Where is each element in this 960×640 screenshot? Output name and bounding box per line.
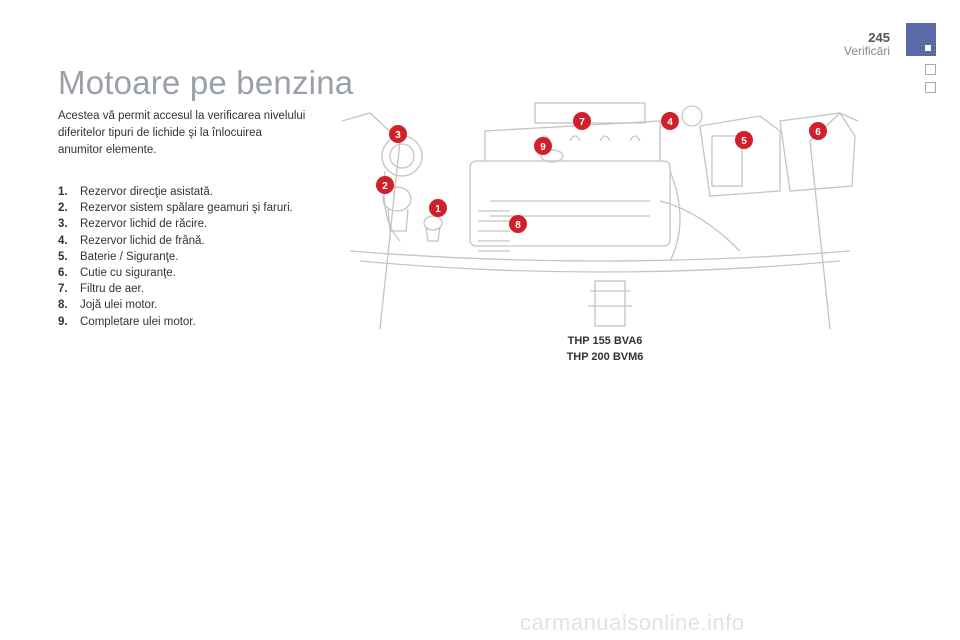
marker-5: 5 xyxy=(735,131,753,149)
svg-text:4: 4 xyxy=(667,117,673,128)
svg-text:8: 8 xyxy=(515,220,521,231)
list-item: 3.Rezervor lichid de răcire. xyxy=(58,218,208,231)
list-item: 4.Rezervor lichid de frână. xyxy=(58,234,205,247)
marker-1: 1 xyxy=(429,199,447,217)
list-item: 6.Cutie cu siguranţe. xyxy=(58,267,176,280)
section-tab-active[interactable] xyxy=(906,23,936,56)
section-tab[interactable] xyxy=(925,64,936,75)
tab-marker-icon xyxy=(925,45,931,51)
list-item: 7.Filtru de aer. xyxy=(58,283,144,296)
svg-text:2: 2 xyxy=(382,181,388,192)
marker-8: 8 xyxy=(509,215,527,233)
list-item: 9.Completare ulei motor. xyxy=(58,315,196,328)
marker-2: 2 xyxy=(376,176,394,194)
svg-text:3: 3 xyxy=(395,130,401,141)
model-label: THP 155 BVA6 xyxy=(567,335,643,347)
engine-models: THP 155 BVA6 THP 200 BVM6 xyxy=(540,333,670,365)
svg-text:6: 6 xyxy=(815,127,821,138)
marker-7: 7 xyxy=(573,112,591,130)
list-item: 5.Baterie / Siguranţe. xyxy=(58,250,179,263)
svg-text:1: 1 xyxy=(435,204,441,215)
svg-text:5: 5 xyxy=(741,136,747,147)
svg-text:9: 9 xyxy=(540,142,546,153)
list-item: 1.Rezervor direcţie asistată. xyxy=(58,186,213,198)
list-item: 8.Jojă ulei motor. xyxy=(58,299,158,312)
legend-list: 1.Rezervor direcţie asistată. 2.Rezervor… xyxy=(58,184,293,330)
section-tab[interactable] xyxy=(925,82,936,93)
marker-6: 6 xyxy=(809,122,827,140)
watermark: carmanualsonline.info xyxy=(520,610,745,635)
engine-bay-illustration: 3 2 1 7 9 8 4 5 6 xyxy=(341,102,859,329)
page-number: 245 xyxy=(868,30,890,45)
section-title: Verificări xyxy=(843,44,890,58)
svg-text:7: 7 xyxy=(579,117,585,128)
marker-9: 9 xyxy=(534,137,552,155)
model-label: THP 200 BVM6 xyxy=(566,351,644,363)
marker-4: 4 xyxy=(661,112,679,130)
marker-3: 3 xyxy=(389,125,407,143)
page-title: Motoare pe benzina xyxy=(58,64,354,101)
list-item: 2.Rezervor sistem spălare geamuri şi far… xyxy=(58,202,293,215)
intro-text: Acestea vă permit accesul la verificarea… xyxy=(58,110,306,156)
